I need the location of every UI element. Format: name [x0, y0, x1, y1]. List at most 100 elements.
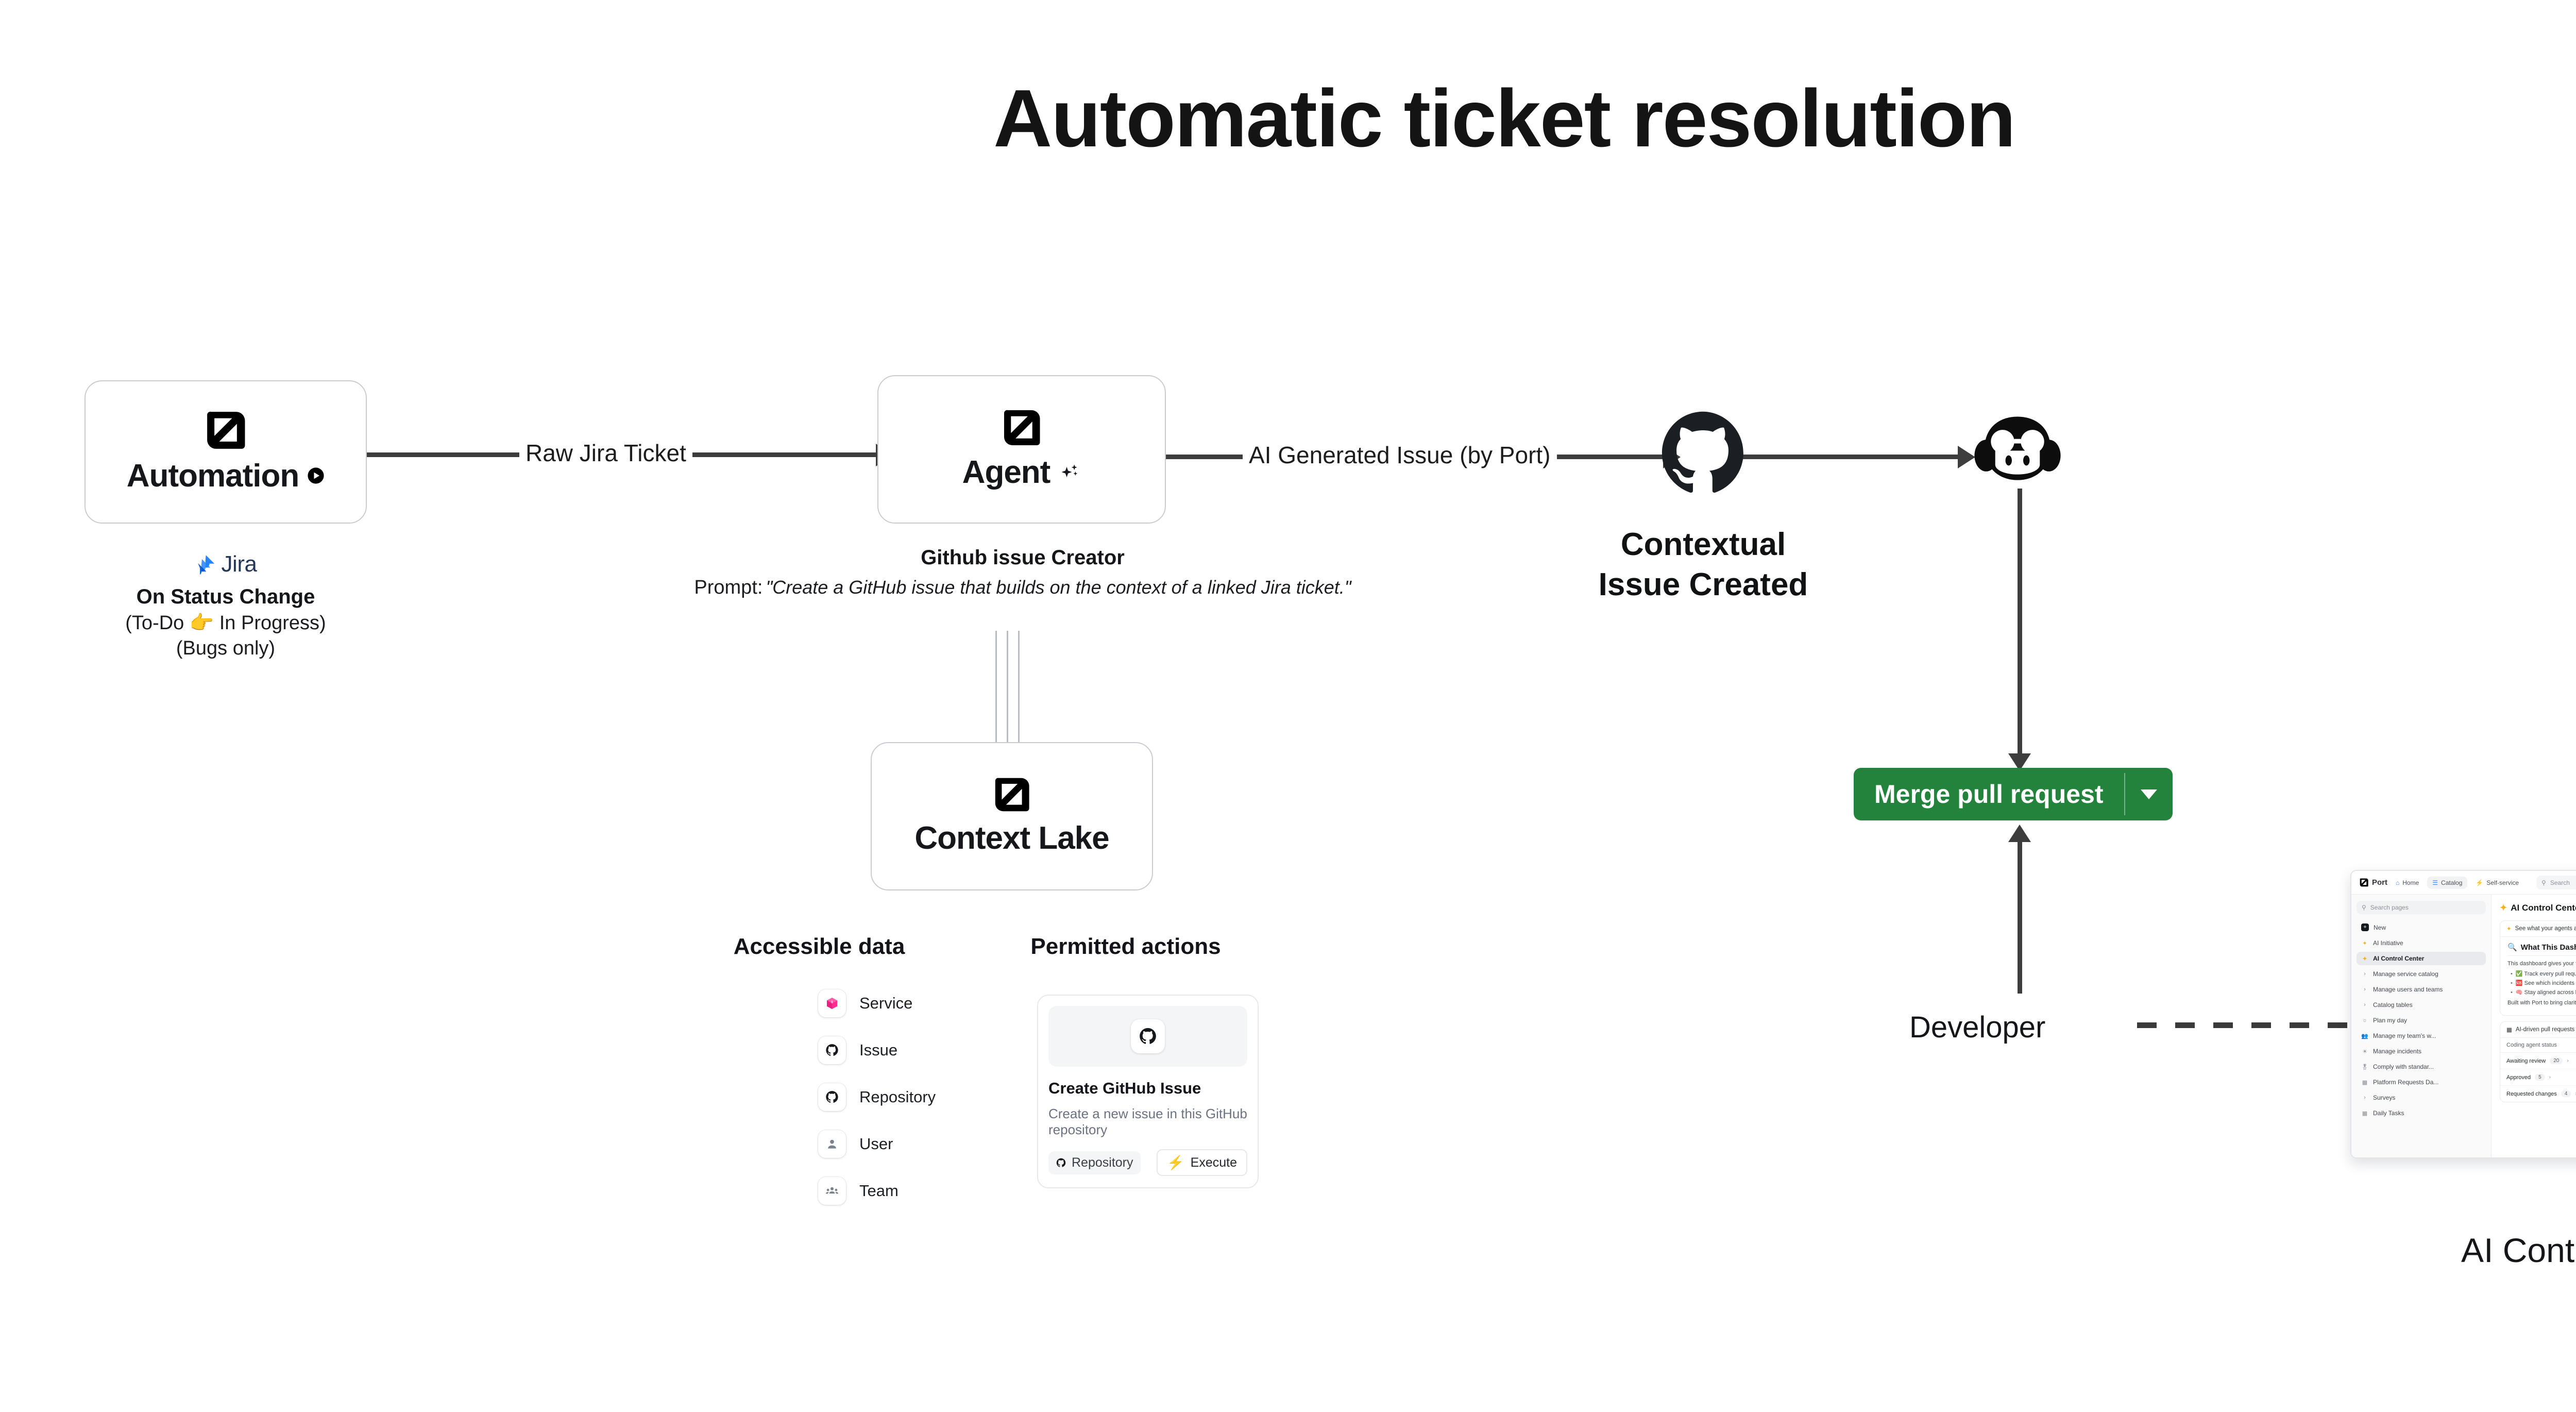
github-logo-icon: [1657, 407, 1749, 501]
sidebar-item-label: Manage service catalog: [2373, 970, 2438, 978]
table-row[interactable]: Requested changes 4 ›: [2500, 1086, 2576, 1102]
lightning-bolt-icon: ⚡: [2476, 879, 2484, 886]
main-header: ✦ AI Control Center 👥 + Widget ⋯: [2500, 902, 2576, 914]
nav-self-service[interactable]: ⚡ Self-service: [2476, 879, 2519, 886]
dashboard-paragraph: This dashboard gives your team full visi…: [2507, 961, 2576, 967]
column-coding-agent-status[interactable]: Coding agent status: [2506, 1042, 2576, 1048]
nav-home[interactable]: ⌂ Home: [2396, 879, 2419, 886]
sidebar-item-manage-service-catalog[interactable]: › Manage service catalog: [2357, 967, 2486, 981]
sparkles-icon: [1058, 461, 1081, 483]
chevron-down-icon: [2140, 789, 2157, 799]
execute-button-label: Execute: [1190, 1155, 1237, 1170]
row-status: Requested changes 4 ›: [2506, 1090, 2576, 1097]
cube-icon: [818, 989, 846, 1017]
dashboard-shows-heading-label: What This Dashboard Shows: [2520, 943, 2576, 952]
panel-header: ✦ See what your agents are working on: [2500, 921, 2576, 937]
table-row[interactable]: Awaiting review 20 ›: [2500, 1053, 2576, 1069]
agent-caption: Github issue Creator Prompt: "Create a G…: [567, 546, 1479, 599]
node-automation[interactable]: Automation: [84, 380, 367, 524]
panel-header: ▦ AI-driven pull requests: [2500, 1022, 2576, 1038]
panel-body: 🔍 What This Dashboard Shows This dashboa…: [2500, 937, 2576, 1015]
sidebar-item-label: Surveys: [2373, 1094, 2396, 1101]
node-github[interactable]: [1647, 397, 1760, 510]
sidebar-item-ai-initiative[interactable]: ✦ AI Initiative: [2357, 936, 2486, 950]
plan-icon: ☼: [2362, 1017, 2368, 1023]
action-title: Create GitHub Issue: [1048, 1079, 1201, 1097]
panel-header-label: AI-driven pull requests: [2515, 1027, 2575, 1033]
incident-icon: ☀: [2362, 1048, 2367, 1055]
jira-logo: Jira: [195, 551, 257, 577]
nav-home-label: Home: [2402, 879, 2419, 886]
chevron-right-icon[interactable]: ›: [2567, 1058, 2569, 1064]
sidebar-search-input[interactable]: ⚲ Search pages: [2357, 901, 2486, 914]
node-agent[interactable]: Agent: [877, 375, 1166, 524]
nav-catalog[interactable]: ☰ Catalog: [2427, 876, 2468, 889]
edge-github-to-copilot-arrow: [1958, 446, 1975, 468]
sidebar-item-comply-with-standards[interactable]: 🎖 Comply with standar...: [2357, 1060, 2486, 1073]
action-footer: Repository ⚡ Execute: [1048, 1149, 1247, 1176]
sidebar-item-label: Comply with standar...: [2373, 1063, 2434, 1070]
ai-control-center-screenshot[interactable]: Port ⌂ Home ☰ Catalog ⚡ Self-service ⚲ S…: [2350, 870, 2576, 1158]
port-brand[interactable]: Port: [2360, 878, 2387, 887]
accessible-data-list: Service Issue Repository: [818, 989, 936, 1205]
port-logo-icon: [1003, 409, 1041, 447]
screenshot-topbar: Port ⌂ Home ☰ Catalog ⚡ Self-service ⚲ S…: [2351, 871, 2576, 895]
chevron-right-icon: ›: [2364, 1002, 2366, 1008]
row-count: 5: [2535, 1074, 2545, 1081]
chevron-right-icon[interactable]: ›: [2575, 1091, 2576, 1097]
execute-button[interactable]: ⚡ Execute: [1157, 1149, 1247, 1176]
node-automation-text: Automation: [126, 458, 299, 494]
panel-header-label: See what your agents are working on: [2515, 926, 2576, 932]
list-item[interactable]: User: [818, 1130, 936, 1158]
table-row[interactable]: Approved 5 ›: [2500, 1069, 2576, 1086]
list-item[interactable]: Team: [818, 1177, 936, 1205]
dashboard-shows-heading: 🔍 What This Dashboard Shows: [2507, 943, 2576, 956]
sidebar-item-daily-tasks[interactable]: ▦ Daily Tasks: [2357, 1106, 2486, 1120]
node-context-lake[interactable]: Context Lake: [871, 742, 1153, 890]
sidebar-item-plan-my-day[interactable]: ☼ Plan my day: [2357, 1014, 2486, 1027]
sidebar-item-label: Catalog tables: [2373, 1001, 2413, 1008]
list-item: 🧠 Stay aligned across human and AI contr…: [2511, 989, 2576, 996]
row-count: 20: [2550, 1057, 2563, 1064]
list-item[interactable]: Issue: [818, 1036, 936, 1064]
search-placeholder: Search: [2550, 879, 2570, 886]
dashboard-icon: ▦: [2362, 1079, 2368, 1086]
merge-dropdown-button[interactable]: [2125, 768, 2173, 820]
permitted-action-card[interactable]: Create GitHub Issue Create a new issue i…: [1037, 995, 1259, 1188]
automation-caption: Jira On Status Change (To-Do 👉 In Progre…: [84, 551, 367, 660]
edge-ai-generated-issue-label: AI Generated Issue (by Port): [1243, 441, 1557, 469]
action-repository-tag: Repository: [1048, 1151, 1141, 1174]
list-item[interactable]: Service: [818, 989, 936, 1017]
automation-trigger-filter: (Bugs only): [176, 637, 276, 659]
github-icon: [1131, 1019, 1165, 1053]
magnifier-icon: 🔍: [2507, 943, 2517, 952]
chevron-right-icon: ›: [2364, 986, 2366, 993]
sidebar-item-manage-my-teams-work[interactable]: 👥 Manage my team's w...: [2357, 1029, 2486, 1043]
chevron-right-icon: ›: [2364, 1095, 2366, 1101]
sidebar-item-platform-requests-dashboard[interactable]: ▦ Platform Requests Da...: [2357, 1075, 2486, 1089]
chevron-right-icon[interactable]: ›: [2549, 1074, 2551, 1080]
sidebar-item-ai-control-center[interactable]: ✦ AI Control Center: [2357, 952, 2486, 965]
sidebar-item-label: AI Initiative: [2373, 939, 2403, 947]
github-icon: [818, 1083, 846, 1111]
agent-prompt-prefix: Prompt:: [694, 577, 763, 598]
search-icon: ⚲: [2362, 904, 2366, 911]
sidebar-item-catalog-tables[interactable]: › Catalog tables: [2357, 998, 2486, 1012]
github-icon: [818, 1036, 846, 1064]
list-item[interactable]: Repository: [818, 1083, 936, 1111]
page-heading: ✦ AI Control Center: [2500, 903, 2576, 913]
sidebar-item-new[interactable]: + New: [2357, 920, 2486, 934]
sidebar-item-manage-incidents[interactable]: ☀ Manage incidents: [2357, 1045, 2486, 1058]
merge-pull-request-button[interactable]: Merge pull request: [1854, 768, 2173, 820]
list-item: 🆘 See which incidents are actively being…: [2511, 980, 2576, 986]
page-heading-label: AI Control Center: [2511, 903, 2576, 913]
sidebar-item-label: Daily Tasks: [2373, 1110, 2404, 1117]
sidebar-item-surveys[interactable]: › Surveys: [2357, 1091, 2486, 1104]
sidebar-item-manage-users-and-teams[interactable]: › Manage users and teams: [2357, 983, 2486, 996]
search-input[interactable]: ⚲ Search ⌘ K: [2536, 876, 2576, 889]
merge-button-label[interactable]: Merge pull request: [1874, 780, 2104, 809]
sidebar-item-label: AI Control Center: [2373, 955, 2425, 962]
sparkles-icon: ✦: [2362, 955, 2367, 962]
edge-developer-to-merge-arrow: [2008, 825, 2031, 842]
node-copilot[interactable]: [1971, 412, 2064, 490]
